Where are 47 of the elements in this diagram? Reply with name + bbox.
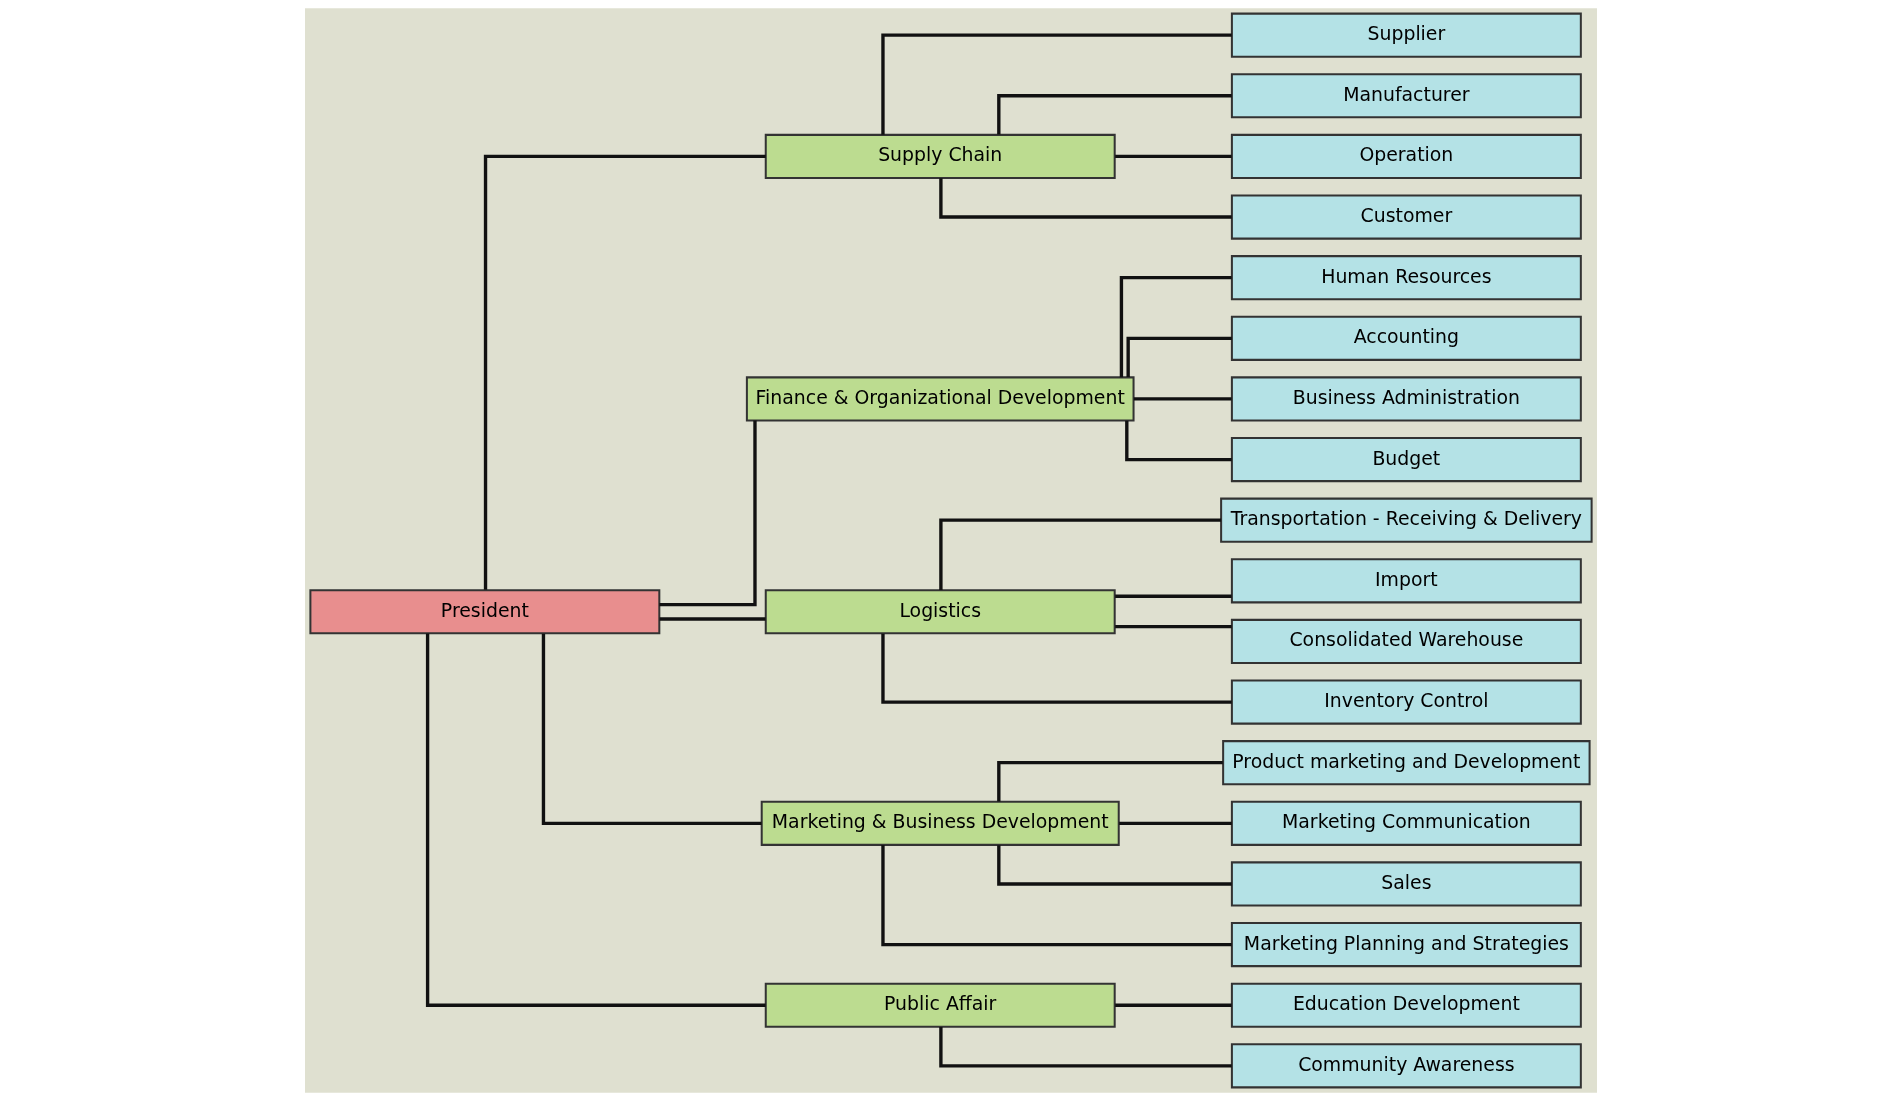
connector <box>881 633 1232 704</box>
connector <box>1133 397 1232 401</box>
node-box: Business Administration <box>1230 376 1582 422</box>
node-box: Finance & Organizational Development <box>745 376 1135 422</box>
node-box: Human Resources <box>1230 255 1582 301</box>
node-box: Marketing & Business Development <box>760 800 1120 846</box>
node-box: Logistics <box>764 589 1116 635</box>
connector <box>1115 624 1232 629</box>
connector <box>425 633 766 1007</box>
connector <box>1126 336 1232 378</box>
node-box: Accounting <box>1230 315 1582 361</box>
node-box: Supplier <box>1230 12 1582 58</box>
connector <box>939 1027 1232 1068</box>
connector <box>939 178 1232 219</box>
connector <box>997 845 1232 886</box>
node-box: Product marketing and Development <box>1222 740 1591 786</box>
connector <box>997 94 1232 135</box>
node-box: Marketing Planning and Strategies <box>1230 922 1582 968</box>
connector <box>939 518 1222 591</box>
node-box: President <box>309 589 661 635</box>
node-box: Import <box>1230 558 1582 604</box>
connector <box>1125 420 1232 462</box>
connector <box>1119 276 1232 378</box>
node-box: Supply Chain <box>764 133 1116 179</box>
connector <box>659 617 766 621</box>
connector <box>1115 154 1232 159</box>
connector <box>483 154 766 590</box>
connector <box>1119 821 1232 825</box>
node-box: Operation <box>1230 133 1582 179</box>
connector <box>1115 1003 1232 1007</box>
node-box: Budget <box>1230 437 1582 483</box>
node-box: Consolidated Warehouse <box>1230 618 1582 664</box>
node-box: Education Development <box>1230 982 1582 1028</box>
node-box: Customer <box>1230 194 1582 240</box>
node-box: Manufacturer <box>1230 73 1582 119</box>
connector <box>997 761 1223 802</box>
node-box: Transportation - Receiving & Delivery <box>1220 497 1593 543</box>
connector <box>881 33 1232 135</box>
connector <box>881 845 1232 947</box>
connector <box>1115 594 1232 598</box>
connector <box>541 633 762 825</box>
node-box: Public Affair <box>764 982 1116 1028</box>
node-box: Community Awareness <box>1230 1043 1582 1089</box>
node-box: Inventory Control <box>1230 679 1582 725</box>
connector <box>659 420 757 607</box>
node-box: Sales <box>1230 861 1582 907</box>
node-box: Marketing Communication <box>1230 800 1582 846</box>
